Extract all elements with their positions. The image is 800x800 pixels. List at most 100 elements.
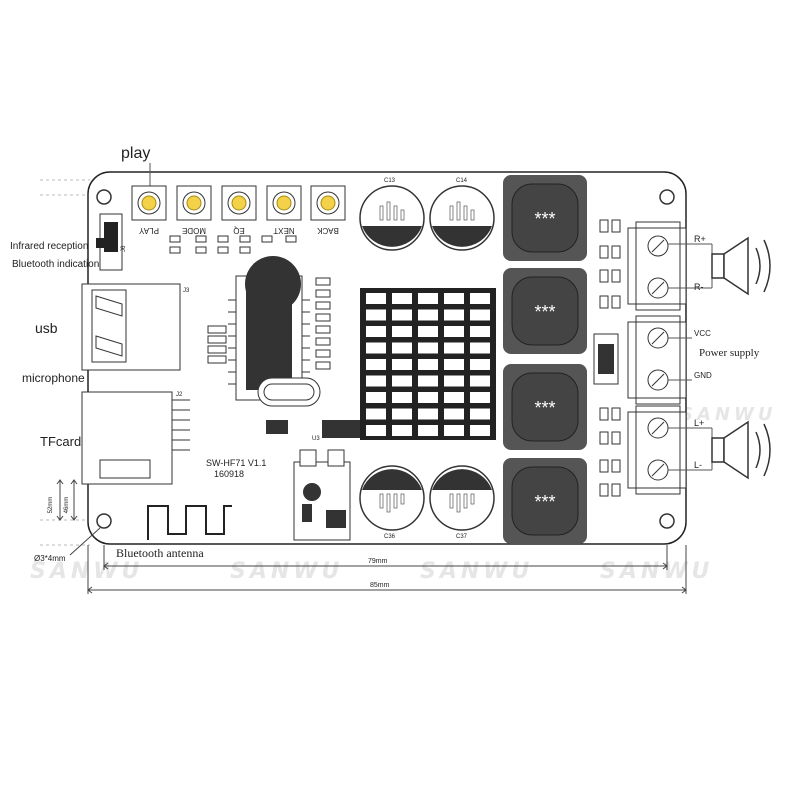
terminal-left-speaker	[627, 405, 687, 495]
heat-sink-fin	[470, 293, 490, 304]
svg-text:C36: C36	[384, 534, 396, 540]
tfcard-callout: TFcard	[40, 434, 81, 449]
board-model: SW-HF71 V1.1	[206, 458, 266, 468]
button-label: NEXT	[273, 226, 294, 235]
svg-text:C13: C13	[384, 178, 396, 184]
heat-sink-fin	[444, 375, 464, 387]
button-label: BACK	[316, 226, 338, 235]
heat-sink-fin	[366, 375, 386, 387]
j3-label: J3	[183, 288, 190, 294]
watermark: SANWU	[30, 559, 143, 584]
heat-sink-fin	[392, 359, 412, 370]
heat-sink-fin	[366, 392, 386, 403]
usb-callout: usb	[35, 320, 58, 336]
heat-sink-fin	[444, 425, 464, 436]
microphone-callout: microphone	[22, 371, 85, 385]
j6-label: J6	[121, 245, 127, 252]
capacitor-c36: C36	[359, 465, 425, 540]
height-outer-label: 52mm	[48, 497, 54, 514]
svg-text:***: ***	[534, 209, 555, 229]
button-label: MODE	[182, 226, 206, 235]
mounting-holes	[96, 189, 675, 529]
smd-row	[169, 235, 297, 254]
power-diode	[593, 333, 619, 385]
heat-sink-fin	[366, 425, 386, 436]
speaker-icon	[711, 236, 771, 296]
terminal-l-minus: L-	[694, 460, 702, 470]
heat-sink-fin	[444, 408, 464, 420]
watermark: SANWU	[600, 559, 713, 584]
heat-sink-fin	[366, 342, 386, 354]
heat-sink-fin	[418, 392, 438, 403]
heat-sink-fin	[392, 408, 412, 420]
capacitor-c40	[266, 420, 288, 434]
capacitor-c14: C14	[429, 178, 495, 251]
terminal-r-plus: R+	[694, 234, 706, 244]
heat-sink-fin	[444, 293, 464, 304]
guide-lines	[40, 179, 90, 546]
crystal-x1	[257, 377, 321, 407]
heat-sink-fin	[470, 342, 490, 354]
button-next	[266, 185, 302, 221]
heat-sink-fin	[418, 408, 438, 420]
heat-sink-fin	[418, 425, 438, 436]
watermark: SANWU	[680, 404, 776, 425]
heat-sink-fin	[470, 326, 490, 337]
heat-sink-fin	[366, 359, 386, 370]
width-dimensions	[87, 545, 687, 594]
heat-sink-fin	[470, 309, 490, 321]
heat-sink-fin	[392, 392, 412, 403]
speaker-icon	[711, 420, 771, 480]
inductor-4: ***	[503, 458, 587, 544]
board-date: 160918	[214, 469, 244, 479]
button-label: PLAY	[138, 226, 159, 235]
bluetooth-indicator-callout: Bluetooth indication	[12, 259, 99, 270]
terminal-vcc: VCC	[694, 329, 711, 338]
heat-sink-fin	[444, 359, 464, 370]
button-eq	[221, 185, 257, 221]
heat-sink-fin	[418, 342, 438, 354]
capacitor-c13: C13	[359, 178, 425, 251]
inner-width-label: 79mm	[368, 558, 388, 565]
hole-size-label: Ø3*4mm	[34, 554, 66, 563]
heat-sink-fin	[444, 342, 464, 354]
outer-width-label: 85mm	[370, 582, 390, 589]
heat-sink-fin	[366, 293, 386, 304]
smd-stack-left	[207, 325, 227, 364]
heat-sink-fin	[444, 392, 464, 403]
inductor-3: ***	[503, 364, 587, 450]
button-label: EQ	[233, 226, 245, 235]
electrolytic-capacitors: C13 C14 C36 C37	[359, 178, 495, 540]
heat-sink-fin	[418, 293, 438, 304]
j2-label: J2	[176, 392, 183, 398]
button-mode	[176, 185, 212, 221]
inductor-2: ***	[503, 268, 587, 354]
heat-sink-fin	[392, 293, 412, 304]
button-play	[131, 185, 167, 221]
svg-text:***: ***	[534, 398, 555, 418]
terminal-right-speaker	[627, 221, 687, 311]
heat-sink-fin	[444, 326, 464, 337]
heat-sink-fin	[392, 326, 412, 337]
heat-sink-fin	[366, 309, 386, 321]
infrared-callout: Infrared reception	[10, 241, 88, 252]
heat-sink-fin	[470, 359, 490, 370]
heat-sink-fin	[366, 408, 386, 420]
heat-sink-fin	[392, 375, 412, 387]
tact-buttons: PLAY MODE EQ NEXT BACK	[131, 185, 346, 235]
height-inner-label: 46mm	[64, 497, 70, 514]
heat-sink-fin	[392, 309, 412, 321]
heat-sink-fin	[418, 375, 438, 387]
heat-sink-fin	[470, 392, 490, 403]
svg-text:C37: C37	[456, 534, 468, 540]
u3-label: U3	[312, 436, 320, 442]
heat-sink-fin	[366, 326, 386, 337]
heat-sink	[360, 288, 496, 440]
svg-text:C14: C14	[456, 178, 468, 184]
heat-sink-fin	[444, 309, 464, 321]
heat-sink-fin	[470, 375, 490, 387]
heat-sink-fin	[470, 425, 490, 436]
smd-stack-right	[599, 219, 621, 497]
terminal-r-minus: R-	[694, 282, 704, 292]
